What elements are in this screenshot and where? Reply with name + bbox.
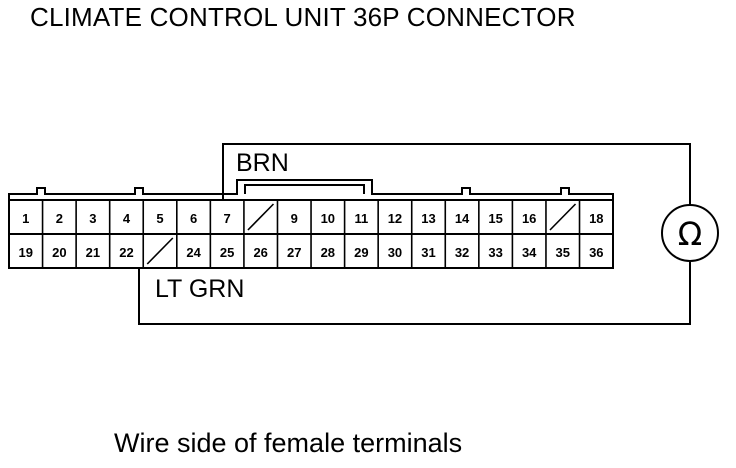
pin-number: 21 [86, 245, 100, 260]
connector-housing [8, 179, 614, 269]
ohm-icon: Ω [678, 215, 702, 253]
pin-number: 6 [190, 211, 197, 226]
pin-number: 4 [123, 211, 131, 226]
pin-number: 11 [355, 211, 369, 226]
pin-number: 18 [589, 211, 603, 226]
pin-number: 30 [388, 245, 402, 260]
pin-number: 7 [224, 211, 231, 226]
pin-number: 33 [488, 245, 502, 260]
pin-number: 35 [556, 245, 570, 260]
pin-number: 15 [488, 211, 502, 226]
pin-number: 34 [522, 245, 537, 260]
diagram-title: CLIMATE CONTROL UNIT 36P CONNECTOR [30, 2, 576, 32]
connector-latch [244, 184, 365, 194]
unused-cavity-mark [247, 203, 275, 231]
pin-number: 12 [388, 211, 402, 226]
pin-number: 16 [522, 211, 536, 226]
pin-number: 32 [455, 245, 469, 260]
pin-number: 27 [287, 245, 301, 260]
lt-grn-wire [138, 262, 691, 325]
pin-number: 28 [321, 245, 335, 260]
brn-wire-label: BRN [236, 149, 289, 177]
ohmmeter-circle [661, 204, 719, 262]
pin-number: 13 [421, 211, 435, 226]
pin-number: 22 [119, 245, 133, 260]
pin-number: 24 [186, 245, 201, 260]
pin-number: 19 [19, 245, 33, 260]
brn-wire [222, 143, 691, 205]
pin-number: 3 [89, 211, 96, 226]
pin-number: 29 [354, 245, 368, 260]
pin-number: 1 [22, 211, 29, 226]
pin-number: 36 [589, 245, 603, 260]
pin-number: 20 [52, 245, 66, 260]
diagram-caption: Wire side of female terminals [114, 428, 463, 458]
pin-number: 9 [291, 211, 298, 226]
lt-grn-wire-label: LT GRN [155, 275, 244, 303]
pin-number: 2 [56, 211, 63, 226]
pin-number: 25 [220, 245, 234, 260]
pin-number: 14 [455, 211, 470, 226]
pin-number: 26 [253, 245, 267, 260]
pin-number: 31 [421, 245, 435, 260]
pin-number: 10 [321, 211, 335, 226]
unused-cavity-mark [146, 237, 174, 265]
pin-number: 5 [156, 211, 163, 226]
unused-cavity-mark [549, 203, 577, 231]
